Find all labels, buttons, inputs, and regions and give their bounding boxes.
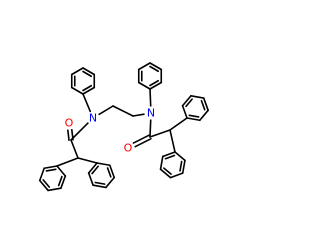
phenyl-ring-left-a-inner-5 [45, 168, 57, 172]
phenyl-ring-left-a-bond-4 [38, 167, 46, 182]
phenyl-ring-left-a-bond-5 [43, 165, 58, 170]
phenyl-ring-n-left-bond-0 [70, 86, 84, 95]
bond-ch-left-phenyl-1 [56, 157, 79, 167]
phenyl-ring-n-right-inner-3 [149, 65, 160, 73]
bond-n-right-carbonyl [149, 119, 152, 138]
phenyl-ring-n-left-inner-3 [82, 70, 93, 78]
phenyl-ring-right-a-bond-1 [181, 95, 192, 107]
phenyl-ring-right-a-bond-4 [199, 109, 209, 122]
phenyl-ring-right-a-bond-3 [202, 97, 209, 112]
phenyl-ring-left-b-bond-1 [109, 164, 116, 179]
phenyl-ring-n-right-bond-0 [137, 81, 151, 90]
bond-layer [38, 62, 209, 192]
phenyl-ring-right-a-inner-1 [185, 98, 193, 108]
bond-ch-left-phenyl-2 [77, 157, 98, 164]
phenyl-ring-right-a-inner-5 [188, 114, 200, 118]
nitrogen-atom-right: N [144, 106, 158, 120]
phenyl-ring-n-left-inner-5 [82, 84, 93, 92]
phenyl-ring-left-b-bond-5 [87, 162, 98, 174]
phenyl-ring-right-b-bond-2 [169, 172, 184, 179]
bond-n-left-carbonyl [70, 122, 89, 141]
phenyl-ring-left-b-inner-5 [91, 165, 99, 175]
phenyl-ring-n-left-bond-5 [82, 86, 96, 95]
phenyl-ring-n-right-bond-5 [149, 81, 163, 90]
bond-ethylene [112, 105, 134, 117]
bond-ch2-n-right [132, 113, 145, 117]
phenyl-ring-right-b-inner-3 [163, 167, 172, 175]
phenyl-ring-left-b-bond-3 [92, 184, 107, 189]
phenyl-ring-right-a-inner-3 [200, 99, 206, 111]
phenyl-ring-left-b-inner-3 [94, 181, 106, 185]
bond-n-right-phenyl [149, 88, 152, 107]
phenyl-ring-left-b-bond-4 [87, 172, 94, 186]
phenyl-ring-n-left-bond-3 [82, 67, 96, 76]
bond-carbonyl-left-ch [70, 139, 79, 159]
phenyl-ring-left-a-bond-1 [60, 175, 67, 189]
phenyl-ring-left-b-bond-0 [96, 162, 111, 167]
bond-carbonyl-right-o-b [134, 137, 152, 148]
bond-ch-right-phenyl-1 [169, 117, 188, 131]
phenyl-ring-n-right-bond-3 [149, 62, 163, 71]
oxygen-label-left: O [65, 117, 74, 130]
bond-carbonyl-right-ch [149, 129, 171, 138]
phenyl-ring-left-b-bond-2 [105, 176, 116, 189]
bond-n-left-ch2 [98, 105, 114, 116]
phenyl-ring-right-a-bond-5 [186, 117, 201, 122]
phenyl-ring-left-a-bond-0 [56, 165, 67, 177]
phenyl-ring-n-right-inner-5 [149, 79, 160, 87]
phenyl-ring-left-a-inner-3 [42, 179, 51, 188]
molecule-structure: O N N O [38, 62, 209, 192]
bond-carbonyl-left-o-b [67, 129, 70, 142]
phenyl-ring-left-b-inner-1 [106, 167, 112, 178]
oxygen-label-right: O [124, 142, 133, 155]
phenyl-ring-n-right-bond-2 [137, 62, 151, 71]
phenyl-ring-right-a-bond-0 [181, 104, 188, 119]
phenyl-ring-right-a-bond-2 [190, 95, 205, 99]
phenyl-ring-right-b-bond-1 [181, 159, 186, 174]
bond-carbonyl-right-o-a [132, 134, 150, 144]
bond-n-left-phenyl [82, 93, 92, 113]
phenyl-ring-right-b-inner-5 [164, 154, 176, 160]
phenyl-ring-right-b-bond-4 [159, 155, 164, 171]
phenyl-ring-left-a-bond-2 [47, 187, 62, 192]
phenyl-ring-right-b-inner-1 [179, 160, 183, 172]
phenyl-ring-n-left-bond-2 [70, 67, 84, 76]
nitrogen-atom-left: N [86, 111, 100, 125]
phenyl-ring-left-a-bond-3 [38, 179, 49, 192]
phenyl-ring-right-b-bond-5 [161, 151, 176, 158]
phenyl-ring-right-b-bond-3 [159, 168, 172, 179]
atom-label-layer: O N N O [62, 106, 158, 155]
phenyl-ring-left-a-inner-1 [57, 175, 63, 187]
nitrogen-label-right: N [147, 107, 155, 120]
nitrogen-label-left: N [89, 112, 97, 125]
bond-carbonyl-left-o-a [71, 128, 74, 141]
oxygen-atom-right: O [121, 141, 135, 155]
bond-ch-right-phenyl-2 [169, 129, 176, 153]
oxygen-atom-left: O [62, 116, 76, 130]
phenyl-ring-right-b-bond-0 [174, 151, 186, 162]
